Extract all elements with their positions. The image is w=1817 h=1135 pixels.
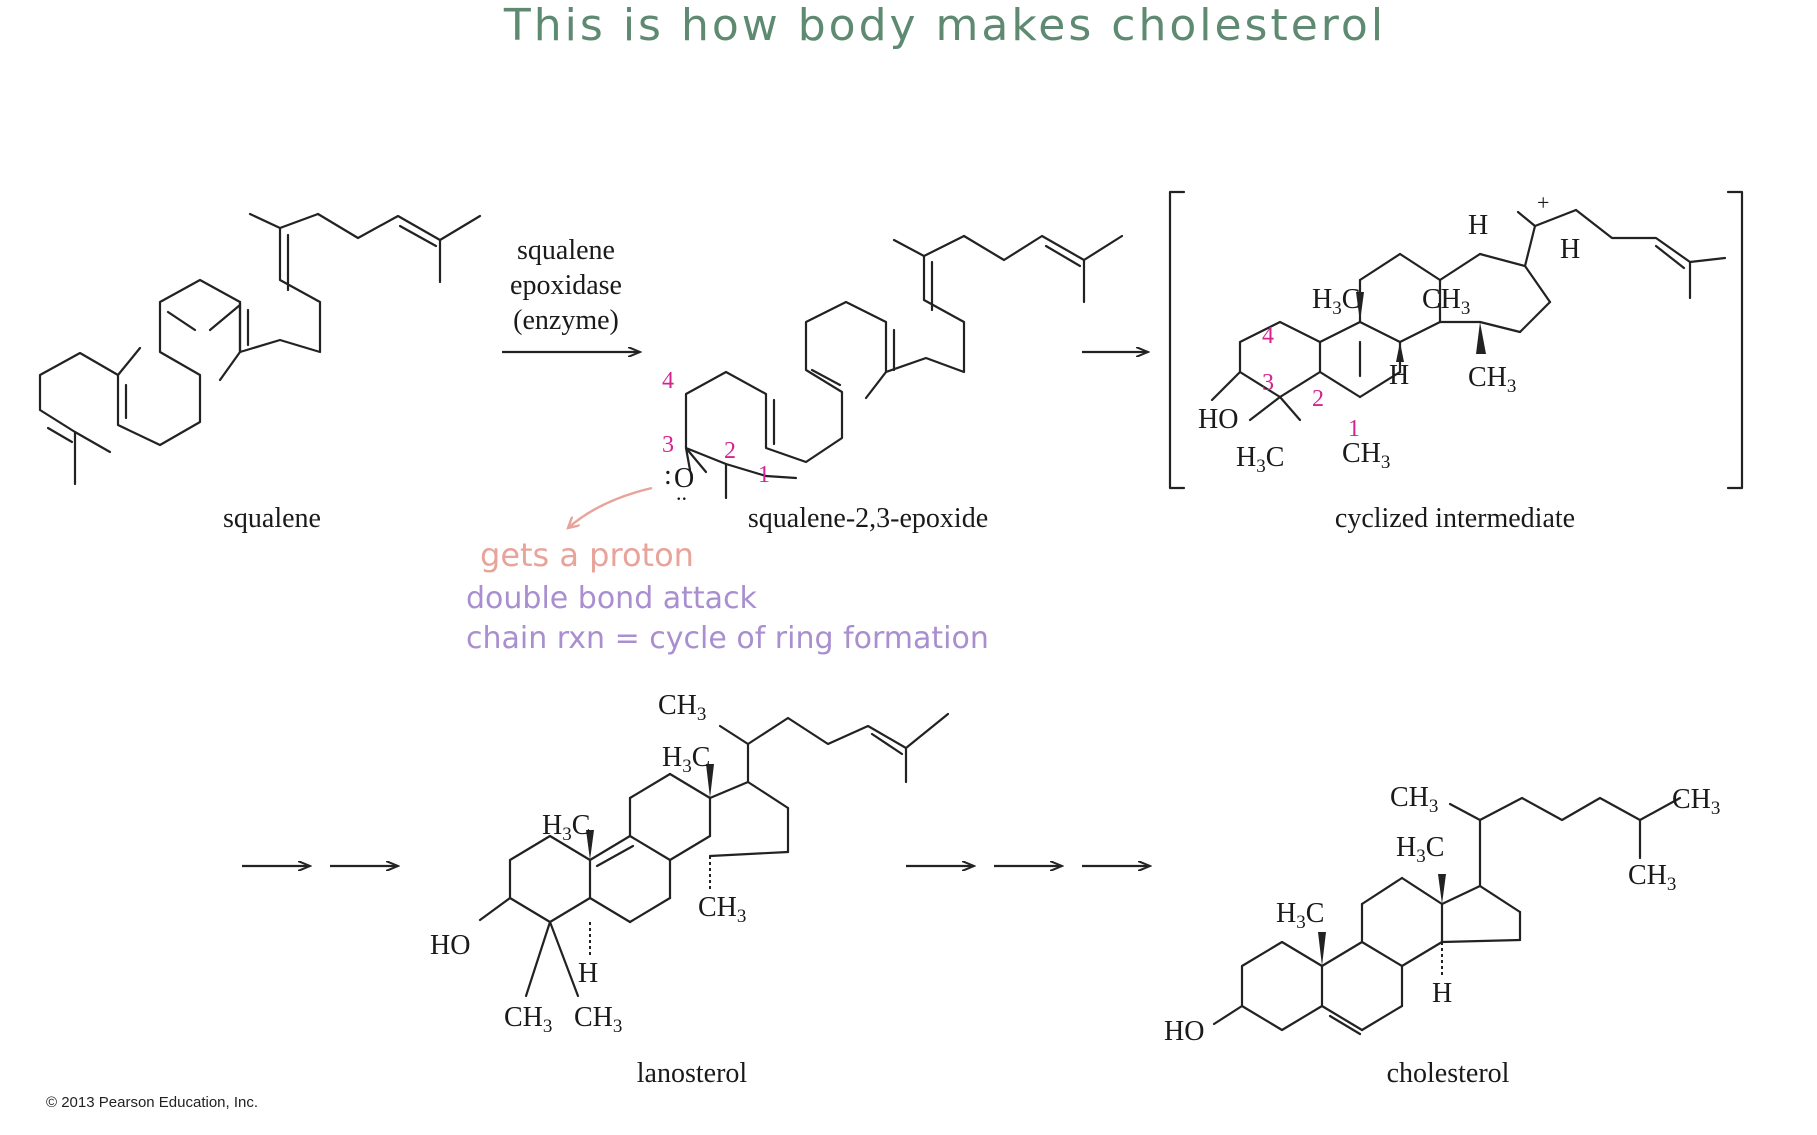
lanosterol-ch3-top: CH3 [658, 690, 706, 725]
note-chain-reaction: chain rxn = cycle of ring formation [466, 621, 989, 656]
intermediate-h3c-left: H3C [1312, 284, 1360, 319]
cholesterol-hydroxyl: HO [1164, 1016, 1204, 1047]
lanosterol-h: H [578, 958, 598, 989]
epoxide-label: squalene-2,3-epoxide [748, 503, 988, 534]
lanosterol-ch3-bottom-left: CH3 [504, 1002, 552, 1037]
intermediate-structure [1210, 208, 1727, 422]
cholesterol-ch3-side: CH3 [1628, 860, 1676, 895]
intermediate-label: cyclized intermediate [1335, 503, 1575, 534]
locant-2-intermediate: 2 [1312, 386, 1324, 412]
intermediate-h3c-bottom: H3C [1236, 442, 1284, 477]
page-title: This is how body makes cholesterol [503, 0, 1386, 51]
cholesterol-h3c-upper: H3C [1396, 832, 1444, 867]
intermediate-ch3-bottom: CH3 [1342, 438, 1390, 473]
lanosterol-hydroxyl: HO [430, 930, 470, 961]
intermediate-plus: + [1537, 190, 1549, 215]
epoxide-lone-pair-left: : [664, 460, 672, 491]
cholesterol-ch3-top-left: CH3 [1390, 782, 1438, 817]
intermediate-h-right: H [1560, 234, 1580, 265]
copyright-notice: © 2013 Pearson Education, Inc. [46, 1094, 258, 1111]
cholesterol-h: H [1432, 978, 1452, 1009]
proton-annotation-arrow [568, 486, 653, 528]
locant-2-epoxide: 2 [724, 438, 736, 464]
epoxide-lone-pair-bottom: .. [676, 480, 687, 505]
intermediate-h-mid: H [1389, 360, 1409, 391]
cholesterol-h3c-lower: H3C [1276, 898, 1324, 933]
lanosterol-h3c-lower: H3C [542, 810, 590, 845]
locant-3-intermediate: 3 [1262, 370, 1274, 396]
locant-4-epoxide: 4 [662, 368, 674, 394]
locant-3-epoxide: 3 [662, 432, 674, 458]
intermediate-hydroxyl: HO [1198, 404, 1238, 435]
lanosterol-ch3-bottom-right: CH3 [574, 1002, 622, 1037]
note-gets-proton: gets a proton [480, 536, 694, 574]
intermediate-ch3-right: CH3 [1468, 362, 1516, 397]
cholesterol-ch3-top-right: CH3 [1672, 784, 1720, 819]
squalene-label: squalene [223, 503, 321, 534]
locant-1-intermediate: 1 [1348, 416, 1360, 442]
intermediate-h-top: H [1468, 210, 1488, 241]
intermediate-ch3-center: CH3 [1422, 284, 1470, 319]
lanosterol-h3c-upper: H3C [662, 742, 710, 777]
note-double-bond: double bond attack [466, 581, 758, 616]
lanosterol-structure [478, 712, 950, 998]
epoxide-oxygen: O [674, 463, 694, 494]
squalene-structure [38, 212, 482, 486]
locant-4-intermediate: 4 [1262, 323, 1274, 349]
intermediate-bracket [1168, 190, 1744, 490]
enzyme-label-line2: epoxidase [510, 270, 622, 301]
cholesterol-label: cholesterol [1387, 1058, 1510, 1089]
cholesterol-structure [1212, 796, 1682, 1036]
locant-1-epoxide: 1 [758, 462, 770, 488]
enzyme-label-line3: (enzyme) [513, 305, 619, 336]
lanosterol-ch3-right: CH3 [698, 892, 746, 927]
lanosterol-label: lanosterol [637, 1058, 748, 1089]
enzyme-label-line1: squalene [517, 235, 615, 266]
epoxide-structure [684, 234, 1124, 500]
